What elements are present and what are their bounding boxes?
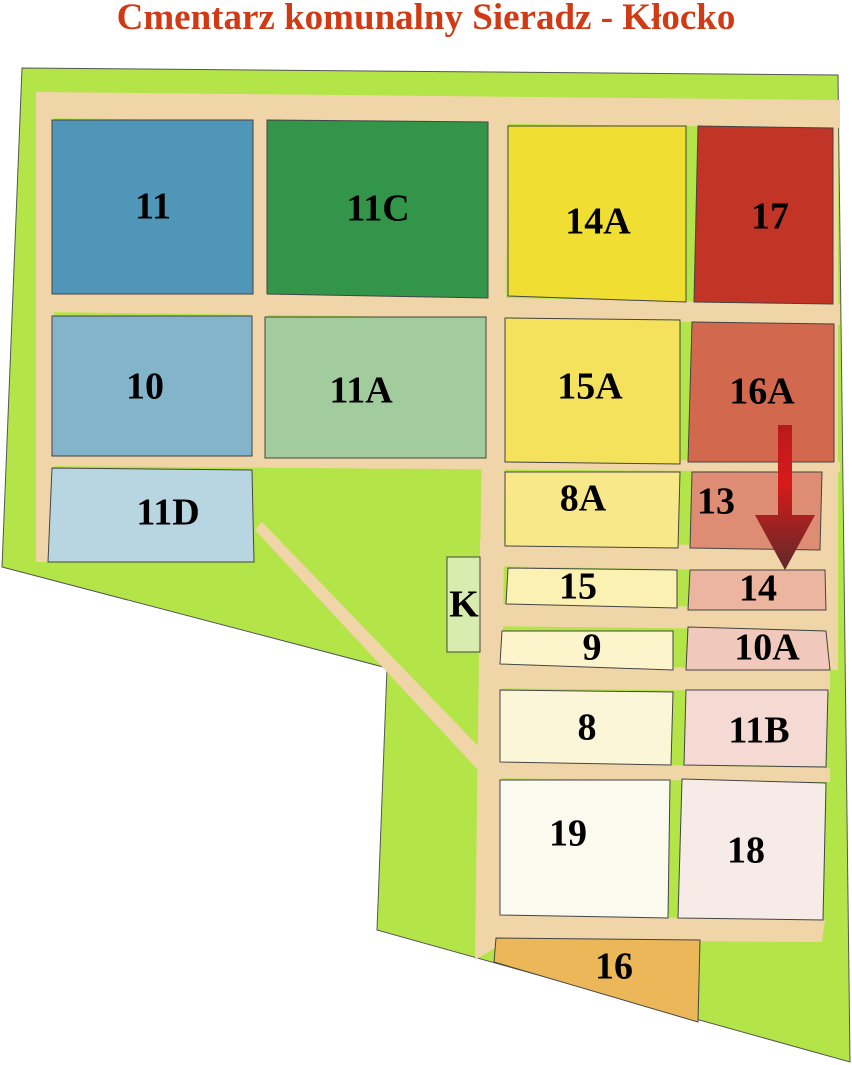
section-9[interactable]: 9 (499, 627, 674, 671)
section-label: 11C (346, 188, 409, 230)
section-area[interactable] (47, 467, 255, 563)
section-10[interactable]: 10 (51, 315, 253, 457)
section-area[interactable] (493, 937, 701, 1023)
section-area[interactable] (446, 556, 481, 653)
section-8[interactable]: 8 (499, 689, 674, 766)
section-area[interactable] (505, 567, 678, 609)
section-8a[interactable]: 8A (504, 471, 681, 549)
section-label: 11A (329, 370, 393, 412)
section-14a[interactable]: 14A (507, 125, 687, 303)
section-19[interactable]: 19 (499, 779, 671, 919)
down-arrow-icon (755, 425, 815, 570)
location-arrow (755, 425, 815, 570)
section-11d[interactable]: 11D (47, 467, 255, 563)
section-11c[interactable]: 11C (266, 119, 489, 299)
section-area[interactable] (504, 471, 681, 549)
section-label: 18 (727, 830, 765, 872)
section-label: 10A (734, 627, 800, 669)
section-area[interactable] (266, 119, 489, 299)
section-area[interactable] (499, 630, 674, 671)
section-area[interactable] (499, 689, 674, 766)
section-label: 14 (739, 568, 777, 610)
section-16a[interactable]: 16A (687, 321, 835, 463)
section-area[interactable] (507, 125, 687, 303)
section-area[interactable] (264, 316, 487, 459)
section-label: 11D (136, 492, 199, 534)
section-area[interactable] (683, 689, 829, 768)
section-16[interactable]: 16 (493, 937, 701, 1023)
section-label: K (449, 584, 479, 626)
section-area[interactable] (51, 315, 253, 457)
section-10a[interactable]: 10A (685, 626, 831, 671)
section-label: 8 (578, 707, 597, 749)
section-area[interactable] (685, 626, 831, 671)
section-label: 17 (751, 196, 789, 238)
section-area[interactable] (677, 778, 827, 921)
map-title: Cmentarz komunalny Sieradz - Kłocko (116, 0, 736, 38)
section-label: 10 (126, 366, 164, 408)
section-11a[interactable]: 11A (264, 316, 487, 459)
section-label: 15 (559, 566, 597, 608)
section-11[interactable]: 11 (51, 119, 254, 295)
section-label: 19 (549, 813, 587, 855)
section-label: 16 (595, 946, 633, 988)
section-18[interactable]: 18 (677, 778, 827, 921)
section-17[interactable]: 17 (693, 125, 834, 305)
section-area[interactable] (693, 125, 834, 305)
section-area[interactable] (499, 779, 671, 919)
section-label: 16A (729, 371, 795, 413)
section-k[interactable]: K (446, 556, 481, 653)
section-15a[interactable]: 15A (504, 317, 681, 465)
section-area[interactable] (687, 569, 827, 611)
section-label: 14A (565, 201, 631, 243)
section-label: 11 (135, 186, 171, 228)
section-14[interactable]: 14 (687, 568, 827, 611)
section-label: 8A (560, 478, 607, 520)
section-area[interactable] (504, 317, 681, 465)
section-area[interactable] (51, 119, 254, 295)
section-area[interactable] (687, 321, 835, 463)
section-15[interactable]: 15 (505, 566, 678, 609)
section-11b[interactable]: 11B (683, 689, 829, 768)
section-label: 15A (557, 366, 623, 408)
section-label: 11B (728, 710, 789, 752)
section-label: 13 (697, 481, 735, 523)
section-label: 9 (583, 627, 602, 669)
